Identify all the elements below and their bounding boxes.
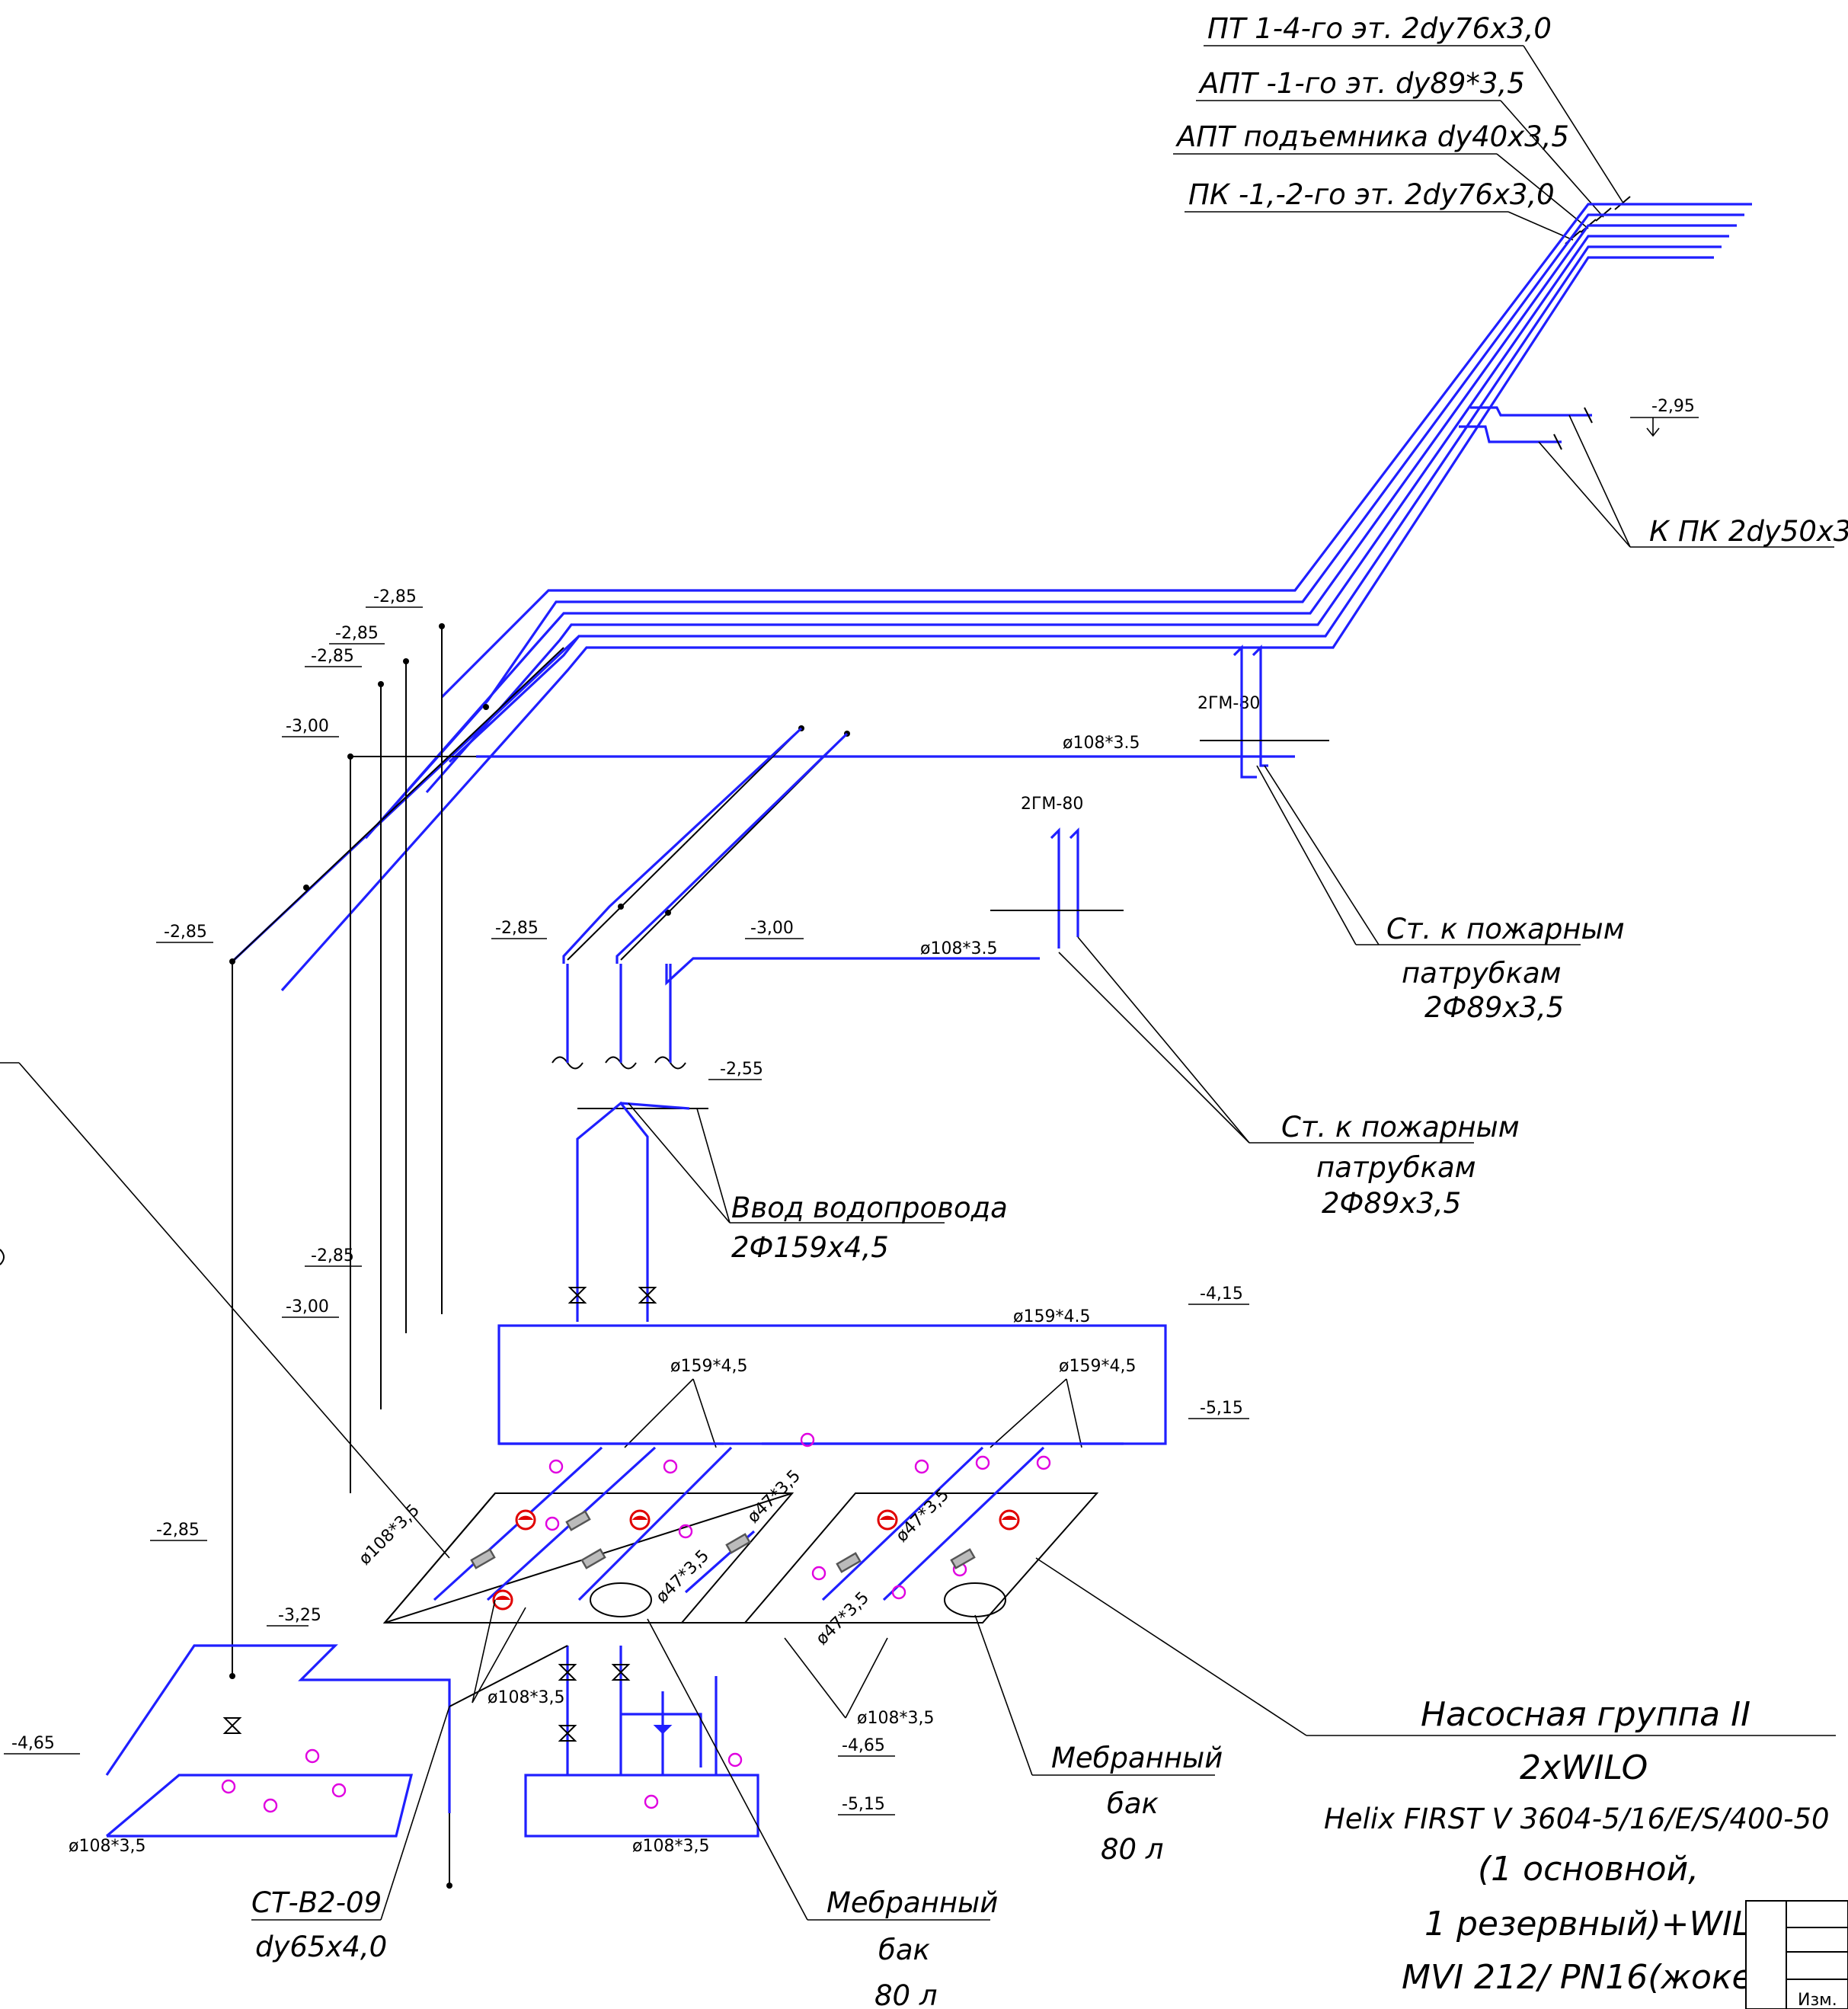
pipe-size-47b: ø47*3,5 <box>744 1467 805 1528</box>
pipe-size-47c: ø47*3,5 <box>893 1486 954 1547</box>
lower-collectors: ø108*3,5 ø108*3,5 ø108*3,5 ø108*3,5 -4,6… <box>69 1599 934 1889</box>
riser-labels: ПТ 1-4-го эт. 2dy76x3,0 АПТ -1-го эт. dy… <box>1173 12 1631 245</box>
elev-300c: -3,00 <box>750 919 794 938</box>
pipe-size-108d: ø108*3,5 <box>69 1837 145 1856</box>
pump-group-line3: Helix FIRST V 3604-5/16/E/S/400-50 <box>1324 1803 1830 1835</box>
elev-465a: -4,65 <box>11 1734 55 1753</box>
pipe-size-159c: ø159*4,5 <box>1059 1357 1136 1376</box>
elev-300b: -3,00 <box>286 1297 329 1316</box>
riser-label-pk: ПК -1,-2-го эт. 2dy76x3,0 <box>1188 178 1555 211</box>
elev-465b: -4,65 <box>842 1736 885 1755</box>
collector-tank: ø159*4.5 ø159*4,5 ø159*4,5 -4,15 -5,15 <box>497 1284 1249 1448</box>
elev-285e: -2,85 <box>311 1246 354 1265</box>
fire-branch-1-line1: Ст. к пожарным <box>1386 913 1625 945</box>
pump-platform-left: ø108*3,5 ø47*3,5 ø47*3,5 <box>356 1446 805 1624</box>
pump-group-line4: (1 основной, <box>1478 1850 1699 1889</box>
elev-515b: -5,15 <box>842 1795 885 1814</box>
elev-285a: -2,85 <box>373 587 417 606</box>
riser-label-pt: ПТ 1-4-го эт. 2dy76x3,0 <box>1207 12 1552 45</box>
membrane-tank-label-2: Мебранный бак 80 л <box>647 1618 998 2009</box>
gm-label-1: 2ГМ-80 <box>1197 694 1260 713</box>
elev-295: -2,95 <box>1651 397 1695 416</box>
membrane-tank-label-1: Мебранный бак 80 л <box>974 1614 1223 1866</box>
elev-255: -2,55 <box>720 1060 763 1079</box>
riser-label-apt-lift: АПТ подъемника dy40x3,5 <box>1175 120 1569 153</box>
pipe-size-108b: ø108*3.5 <box>920 939 997 958</box>
pipe-size-108f: ø108*3,5 <box>488 1688 564 1707</box>
branch-label-pk: К ПК 2dy50x3,5 <box>1649 515 1848 548</box>
elev-300a: -3,00 <box>286 717 329 736</box>
fire-branch-label-1: Ст. к пожарным патрубкам 2Ф89x3,5 <box>1386 913 1625 1024</box>
riser-ct-line2: dy65x4,0 <box>255 1931 387 1963</box>
pump-group-line2: 2xWILO <box>1520 1748 1648 1787</box>
membrane-tank-1-line2: бак <box>1107 1787 1159 1820</box>
water-inlet-line2: 2Ф159x4,5 <box>731 1231 889 1264</box>
pipe-size-108a: ø108*3.5 <box>1063 734 1140 753</box>
pipe-size-108e: ø108*3,5 <box>632 1837 709 1856</box>
riser-ct-label: СТ-В2-09 dy65x4,0 <box>251 1706 450 1963</box>
water-inlet-line1: Ввод водопровода <box>731 1192 1008 1224</box>
stamp-izm: Изм. <box>1798 1991 1837 2009</box>
pk-branch: К ПК 2dy50x3,5 -2,95 <box>1459 397 1848 548</box>
fire-branch-2-line3: 2Ф89x3,5 <box>1322 1187 1461 1220</box>
elev-285b: -2,85 <box>335 624 379 643</box>
elevation-marks-left: -2,85 -2,85 -2,85 -3,00 -2,85 -2,85 -3,0… <box>4 587 423 1755</box>
center-pipes: ø108*3.5 ø108*3.5 -2,85 -3,00 <box>491 727 1140 1070</box>
pipe-size-159b: ø159*4,5 <box>670 1357 747 1376</box>
membrane-tank-2-line1: Мебранный <box>826 1886 998 1919</box>
elev-415: -4,15 <box>1200 1284 1243 1304</box>
left-risers <box>229 623 1295 1676</box>
membrane-tank-2-line3: 80 л <box>874 1979 938 2009</box>
elev-515a: -5,15 <box>1200 1399 1243 1418</box>
elev-285g: -2,85 <box>156 1521 200 1540</box>
elev-285f: -2,85 <box>495 919 539 938</box>
riser-label-apt1: АПТ -1-го эт. dy89*3,5 <box>1198 67 1525 100</box>
gm-fittings: 2ГМ-80 2ГМ-80 <box>990 645 1581 1144</box>
pump-symbols <box>221 1432 1051 1813</box>
fire-branch-1-line2: патрубкам <box>1402 957 1562 990</box>
pipe-size-47d: ø47*3,5 <box>813 1588 874 1649</box>
pump-group-label: Насосная группа II 2xWILO Helix FIRST V … <box>1035 1557 1836 1997</box>
water-inlet: -2,55 Ввод водопровода 2Ф159x4,5 <box>576 1060 1008 1322</box>
valves-inlet <box>568 1287 657 1304</box>
pipe-size-108c: ø108*3,5 <box>356 1501 424 1569</box>
gm-label-2: 2ГМ-80 <box>1021 795 1083 814</box>
fire-branch-2-line1: Ст. к пожарным <box>1281 1111 1520 1144</box>
elev-285d: -2,85 <box>164 923 207 942</box>
fire-branch-1-line3: 2Ф89x3,5 <box>1424 991 1564 1024</box>
pipe-size-159a: ø159*4.5 <box>1013 1307 1090 1326</box>
membrane-tank-1-line1: Мебранный <box>1051 1742 1223 1774</box>
pump-group-line6: MVI 212/ PN16(жокей <box>1402 1958 1774 1997</box>
pump-group-line5: 1 резервный)+WILO <box>1424 1905 1776 1943</box>
fire-branch-2-line2: патрубкам <box>1316 1151 1476 1184</box>
riser-ct-line1: СТ-В2-09 <box>251 1886 382 1919</box>
left-leader <box>0 1062 450 1559</box>
fire-branch-label-2: Ст. к пожарным патрубкам 2Ф89x3,5 <box>1281 1111 1520 1220</box>
elev-325: -3,25 <box>278 1606 321 1625</box>
membrane-tank-1-line3: 80 л <box>1101 1833 1164 1866</box>
elev-285c: -2,85 <box>311 647 354 666</box>
pipe-size-108g: ø108*3,5 <box>857 1709 934 1728</box>
membrane-tank-2-line2: бак <box>878 1934 930 1966</box>
title-block-corner: Изм. <box>1745 1900 1848 2009</box>
pump-group-line1: Насосная группа II <box>1421 1695 1750 1734</box>
main-pipe-bundle <box>231 203 1752 992</box>
